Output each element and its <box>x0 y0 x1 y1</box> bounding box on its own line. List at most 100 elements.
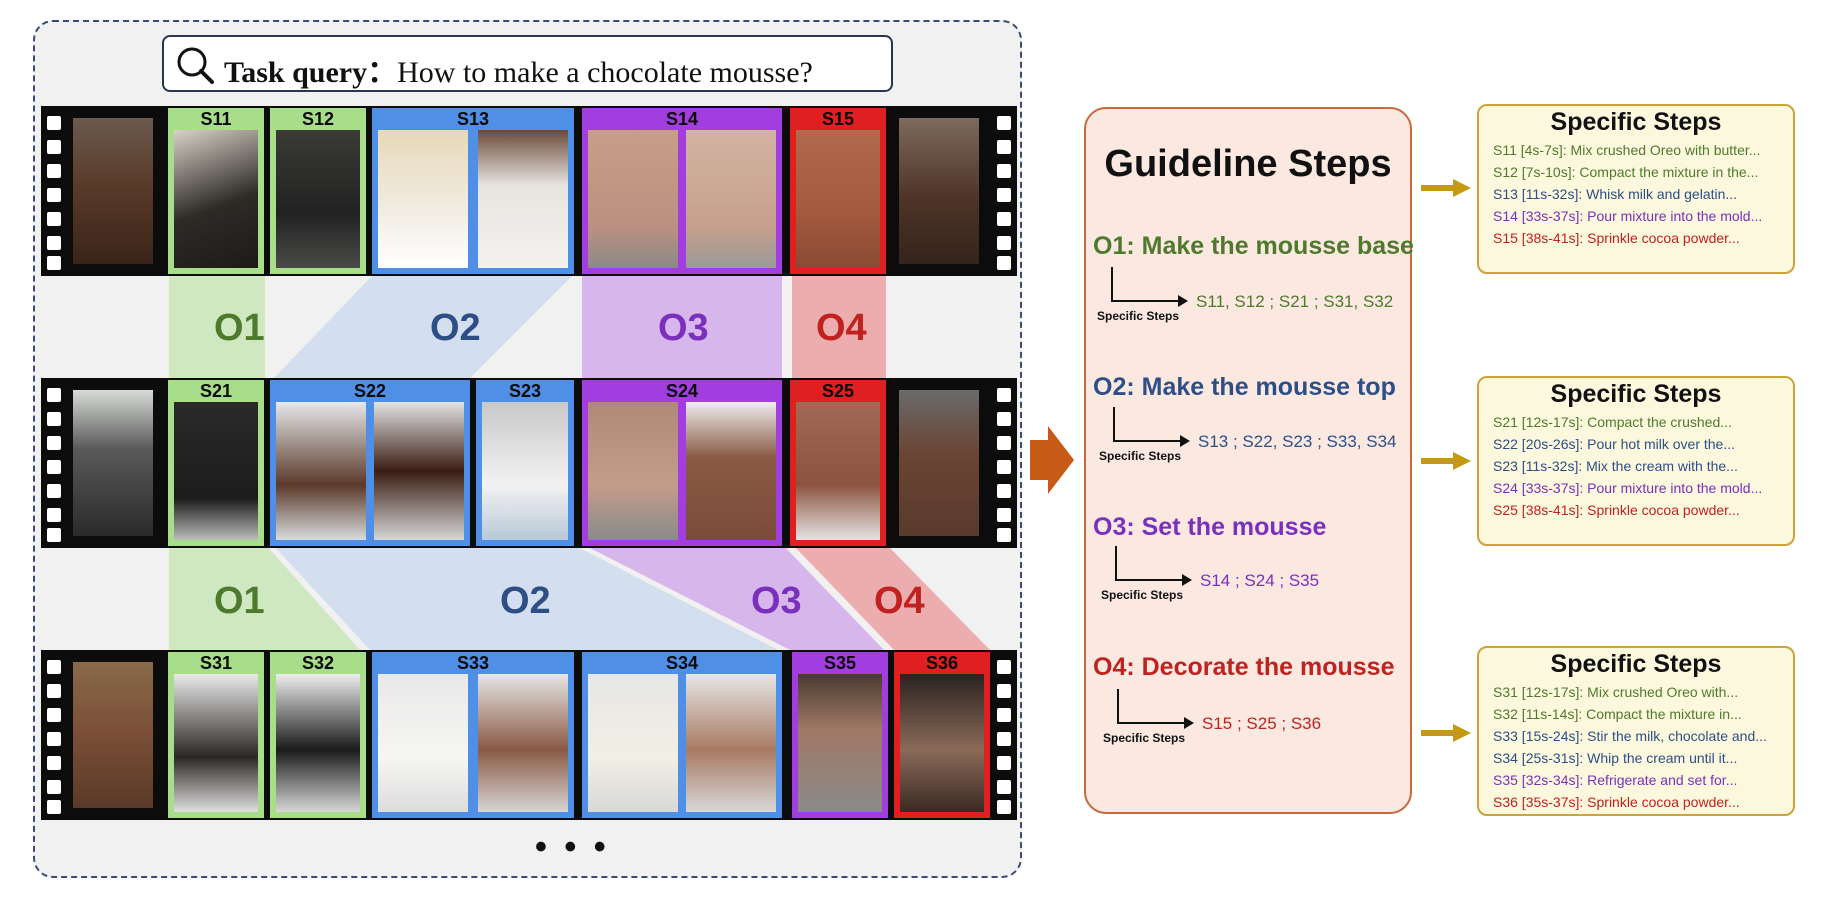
reel-2-step-frame: S25 <box>790 380 886 546</box>
specific-step-line: S15 [38s-41s]: Sprinkle cocoa powder... <box>1493 230 1740 246</box>
reel-1-step-label: S12 <box>301 109 335 129</box>
reel-3-step-frame: S34 <box>582 652 782 818</box>
guideline-o1-heading: O1: Make the mousse base <box>1093 232 1414 260</box>
reel-2-outro-frame <box>893 384 985 542</box>
specific-step-line: S13 [11s-32s]: Whisk milk and gelatin... <box>1493 186 1738 202</box>
more-ellipsis: • • • <box>535 828 610 866</box>
o2-band-2 <box>272 544 782 652</box>
group-label-o3: O3 <box>658 307 709 349</box>
o2-band-1 <box>272 276 572 380</box>
specific-steps-caption: Specific Steps <box>1099 449 1182 463</box>
reel-2-step-frame: S22 <box>270 380 470 546</box>
reel-3-intro-frame <box>67 656 159 814</box>
reel-3-step-frame: S33 <box>372 652 574 818</box>
specific-step-line: S32 [11s-14s]: Compact the mixture in... <box>1493 706 1742 722</box>
reel-2-step-label: S23 <box>508 381 542 401</box>
specific-steps-title: Specific Steps <box>1550 380 1722 408</box>
group-label-o1: O1 <box>214 580 265 622</box>
reel-1-step-label: S15 <box>821 109 855 129</box>
task-query-box: Task query：How to make a chocolate mouss… <box>162 35 893 92</box>
guideline-o2-heading: O2: Make the mousse top <box>1093 373 1396 401</box>
reel-1-step-frame: S12 <box>270 108 366 274</box>
arrow-right-icon <box>1421 452 1471 470</box>
reel-1-step-frame: S13 <box>372 108 574 274</box>
reel-1-outro-frame <box>893 112 985 270</box>
reel-2-intro-frame <box>67 384 159 542</box>
specific-step-line: S14 [33s-37s]: Pour mixture into the mol… <box>1493 208 1763 224</box>
reel-1-intro-frame <box>67 112 159 270</box>
arrow-right-icon <box>1030 426 1074 494</box>
specific-steps-caption: Specific Steps <box>1103 731 1186 745</box>
guideline-o1-steps: S11, S12 ; S21 ; S31, S32 <box>1196 292 1394 311</box>
reel-1-step-label: S13 <box>456 109 490 129</box>
task-query-value: How to make a chocolate mousse? <box>397 56 813 89</box>
reel-1-step-label: S14 <box>665 109 699 129</box>
guideline-o3-steps: S14 ; S24 ; S35 <box>1200 571 1320 590</box>
reel-2-step-frame: S23 <box>476 380 574 546</box>
reel-3-step-label: S31 <box>199 653 233 673</box>
reel-2-step-label: S22 <box>353 381 387 401</box>
group-label-o4: O4 <box>874 580 925 622</box>
specific-steps-title: Specific Steps <box>1550 108 1722 136</box>
o3-band-2 <box>582 544 886 652</box>
reel-2-step-label: S24 <box>665 381 699 401</box>
guideline-o4-steps: S15 ; S25 ; S36 <box>1202 714 1322 733</box>
specific-step-line: S22 [20s-26s]: Pour hot milk over the... <box>1493 436 1736 452</box>
specific-steps-title: Specific Steps <box>1550 650 1722 678</box>
specific-step-line: S12 [7s-10s]: Compact the mixture in the… <box>1493 164 1759 180</box>
task-query-label: Task query： <box>224 56 398 89</box>
reel-3-step-frame: S32 <box>270 652 366 818</box>
reel-3-step-frame: S35 <box>792 652 888 818</box>
o3-band-1 <box>582 276 782 380</box>
arrow-right-icon <box>1421 724 1471 742</box>
arrow-right-icon <box>1421 179 1471 197</box>
reel-3-step-label: S35 <box>823 653 857 673</box>
guideline-o3-heading: O3: Set the mousse <box>1093 513 1327 541</box>
specific-step-line: S24 [33s-37s]: Pour mixture into the mol… <box>1493 480 1763 496</box>
reel-3-step-label: S34 <box>665 653 699 673</box>
specific-step-line: S25 [38s-41s]: Sprinkle cocoa powder... <box>1493 502 1740 518</box>
reel-2-step-label: S21 <box>199 381 233 401</box>
reel-2-step-label: S25 <box>821 381 855 401</box>
task-query-text: Task query：How to make a chocolate mouss… <box>224 47 813 91</box>
reel-3-step-frame: S36 <box>894 652 990 818</box>
group-label-o4: O4 <box>816 307 867 349</box>
specific-step-line: S21 [12s-17s]: Compact the crushed... <box>1493 414 1732 430</box>
specific-step-line: S33 [15s-24s]: Stir the milk, chocolate … <box>1493 728 1767 744</box>
specific-step-line: S34 [25s-31s]: Whip the cream until it..… <box>1493 750 1738 766</box>
specific-step-line: S36 [35s-37s]: Sprinkle cocoa powder... <box>1493 794 1740 810</box>
reel-1-step-frame: S14 <box>582 108 782 274</box>
branch-arrow-icon <box>1115 546 1192 586</box>
branch-arrow-icon <box>1117 689 1194 729</box>
group-label-o2: O2 <box>500 580 551 622</box>
guideline-o4-heading: O4: Decorate the mousse <box>1093 653 1395 681</box>
reel-3-step-frame: S31 <box>168 652 264 818</box>
group-label-o3: O3 <box>751 580 802 622</box>
o4-band-2 <box>792 544 992 652</box>
branch-arrow-icon <box>1111 267 1188 307</box>
o1-band-1 <box>169 276 265 380</box>
specific-steps-box-3: Specific Steps S31 [12s-17s]: Mix crushe… <box>1477 646 1795 816</box>
specific-step-line: S23 [11s-32s]: Mix the cream with the... <box>1493 458 1738 474</box>
group-label-o1: O1 <box>214 307 265 349</box>
guideline-steps-panel: Guideline Steps O1: Make the mousse base… <box>1084 107 1414 814</box>
specific-step-line: S11 [4s-7s]: Mix crushed Oreo with butte… <box>1493 142 1761 158</box>
specific-step-line: S35 [32s-34s]: Refrigerate and set for..… <box>1493 772 1738 788</box>
reel-1-step-frame: S11 <box>168 108 264 274</box>
reel-1-step-label: S11 <box>200 109 232 129</box>
guideline-o2-steps: S13 ; S22, S23 ; S33, S34 <box>1198 432 1397 451</box>
reel-3-step-label: S33 <box>456 653 490 673</box>
reel-1-step-frame: S15 <box>790 108 886 274</box>
specific-steps-caption: Specific Steps <box>1101 588 1184 602</box>
guideline-title: Guideline Steps <box>1104 143 1392 185</box>
reel-2-step-frame: S21 <box>168 380 264 546</box>
specific-steps-box-2: Specific Steps S21 [12s-17s]: Compact th… <box>1477 376 1795 546</box>
reel-3-step-label: S36 <box>925 653 959 673</box>
video-reel-1: S11 S12 S13 S14 S15 <box>41 106 1017 276</box>
branch-arrow-icon <box>1113 407 1190 447</box>
reel-3-step-label: S32 <box>301 653 335 673</box>
reel-2-step-frame: S24 <box>582 380 782 546</box>
specific-steps-caption: Specific Steps <box>1097 309 1180 323</box>
video-reel-3: S31 S32 S33 S34 S35 S36 <box>41 650 1017 820</box>
